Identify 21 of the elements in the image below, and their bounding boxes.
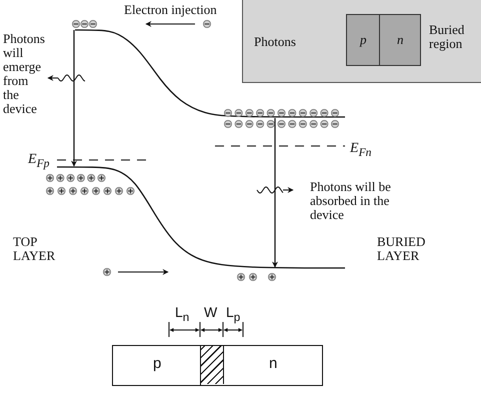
energy-level-label: E$_{Fn}$	[350, 142, 373, 160]
energy-level-label: E$_{Fp}$	[28, 153, 51, 171]
region-label: p	[360, 33, 368, 47]
depletion-region	[201, 346, 224, 384]
caption-label: Photons will emerge from the device	[3, 32, 46, 116]
junction-bar	[112, 345, 323, 386]
dimension-label: W	[204, 305, 218, 319]
n-region-box	[379, 14, 421, 66]
dimension-label: L$_{n}$	[175, 305, 190, 325]
dimension-label: L$_{p}$	[226, 305, 242, 325]
region-label: BURIED LAYER	[377, 235, 426, 263]
inset-panel	[242, 0, 481, 83]
photons-label: Photons	[254, 35, 297, 49]
p-region-box	[346, 14, 380, 66]
region-label: p	[153, 357, 162, 371]
caption-label: Photons will be absorbed in the device	[310, 180, 392, 222]
caption-label: Electron injection	[124, 3, 218, 17]
region-label: n	[269, 357, 278, 371]
region-label: n	[397, 33, 404, 47]
region-label: Buried region	[429, 23, 466, 51]
region-label: TOP LAYER	[13, 235, 56, 263]
